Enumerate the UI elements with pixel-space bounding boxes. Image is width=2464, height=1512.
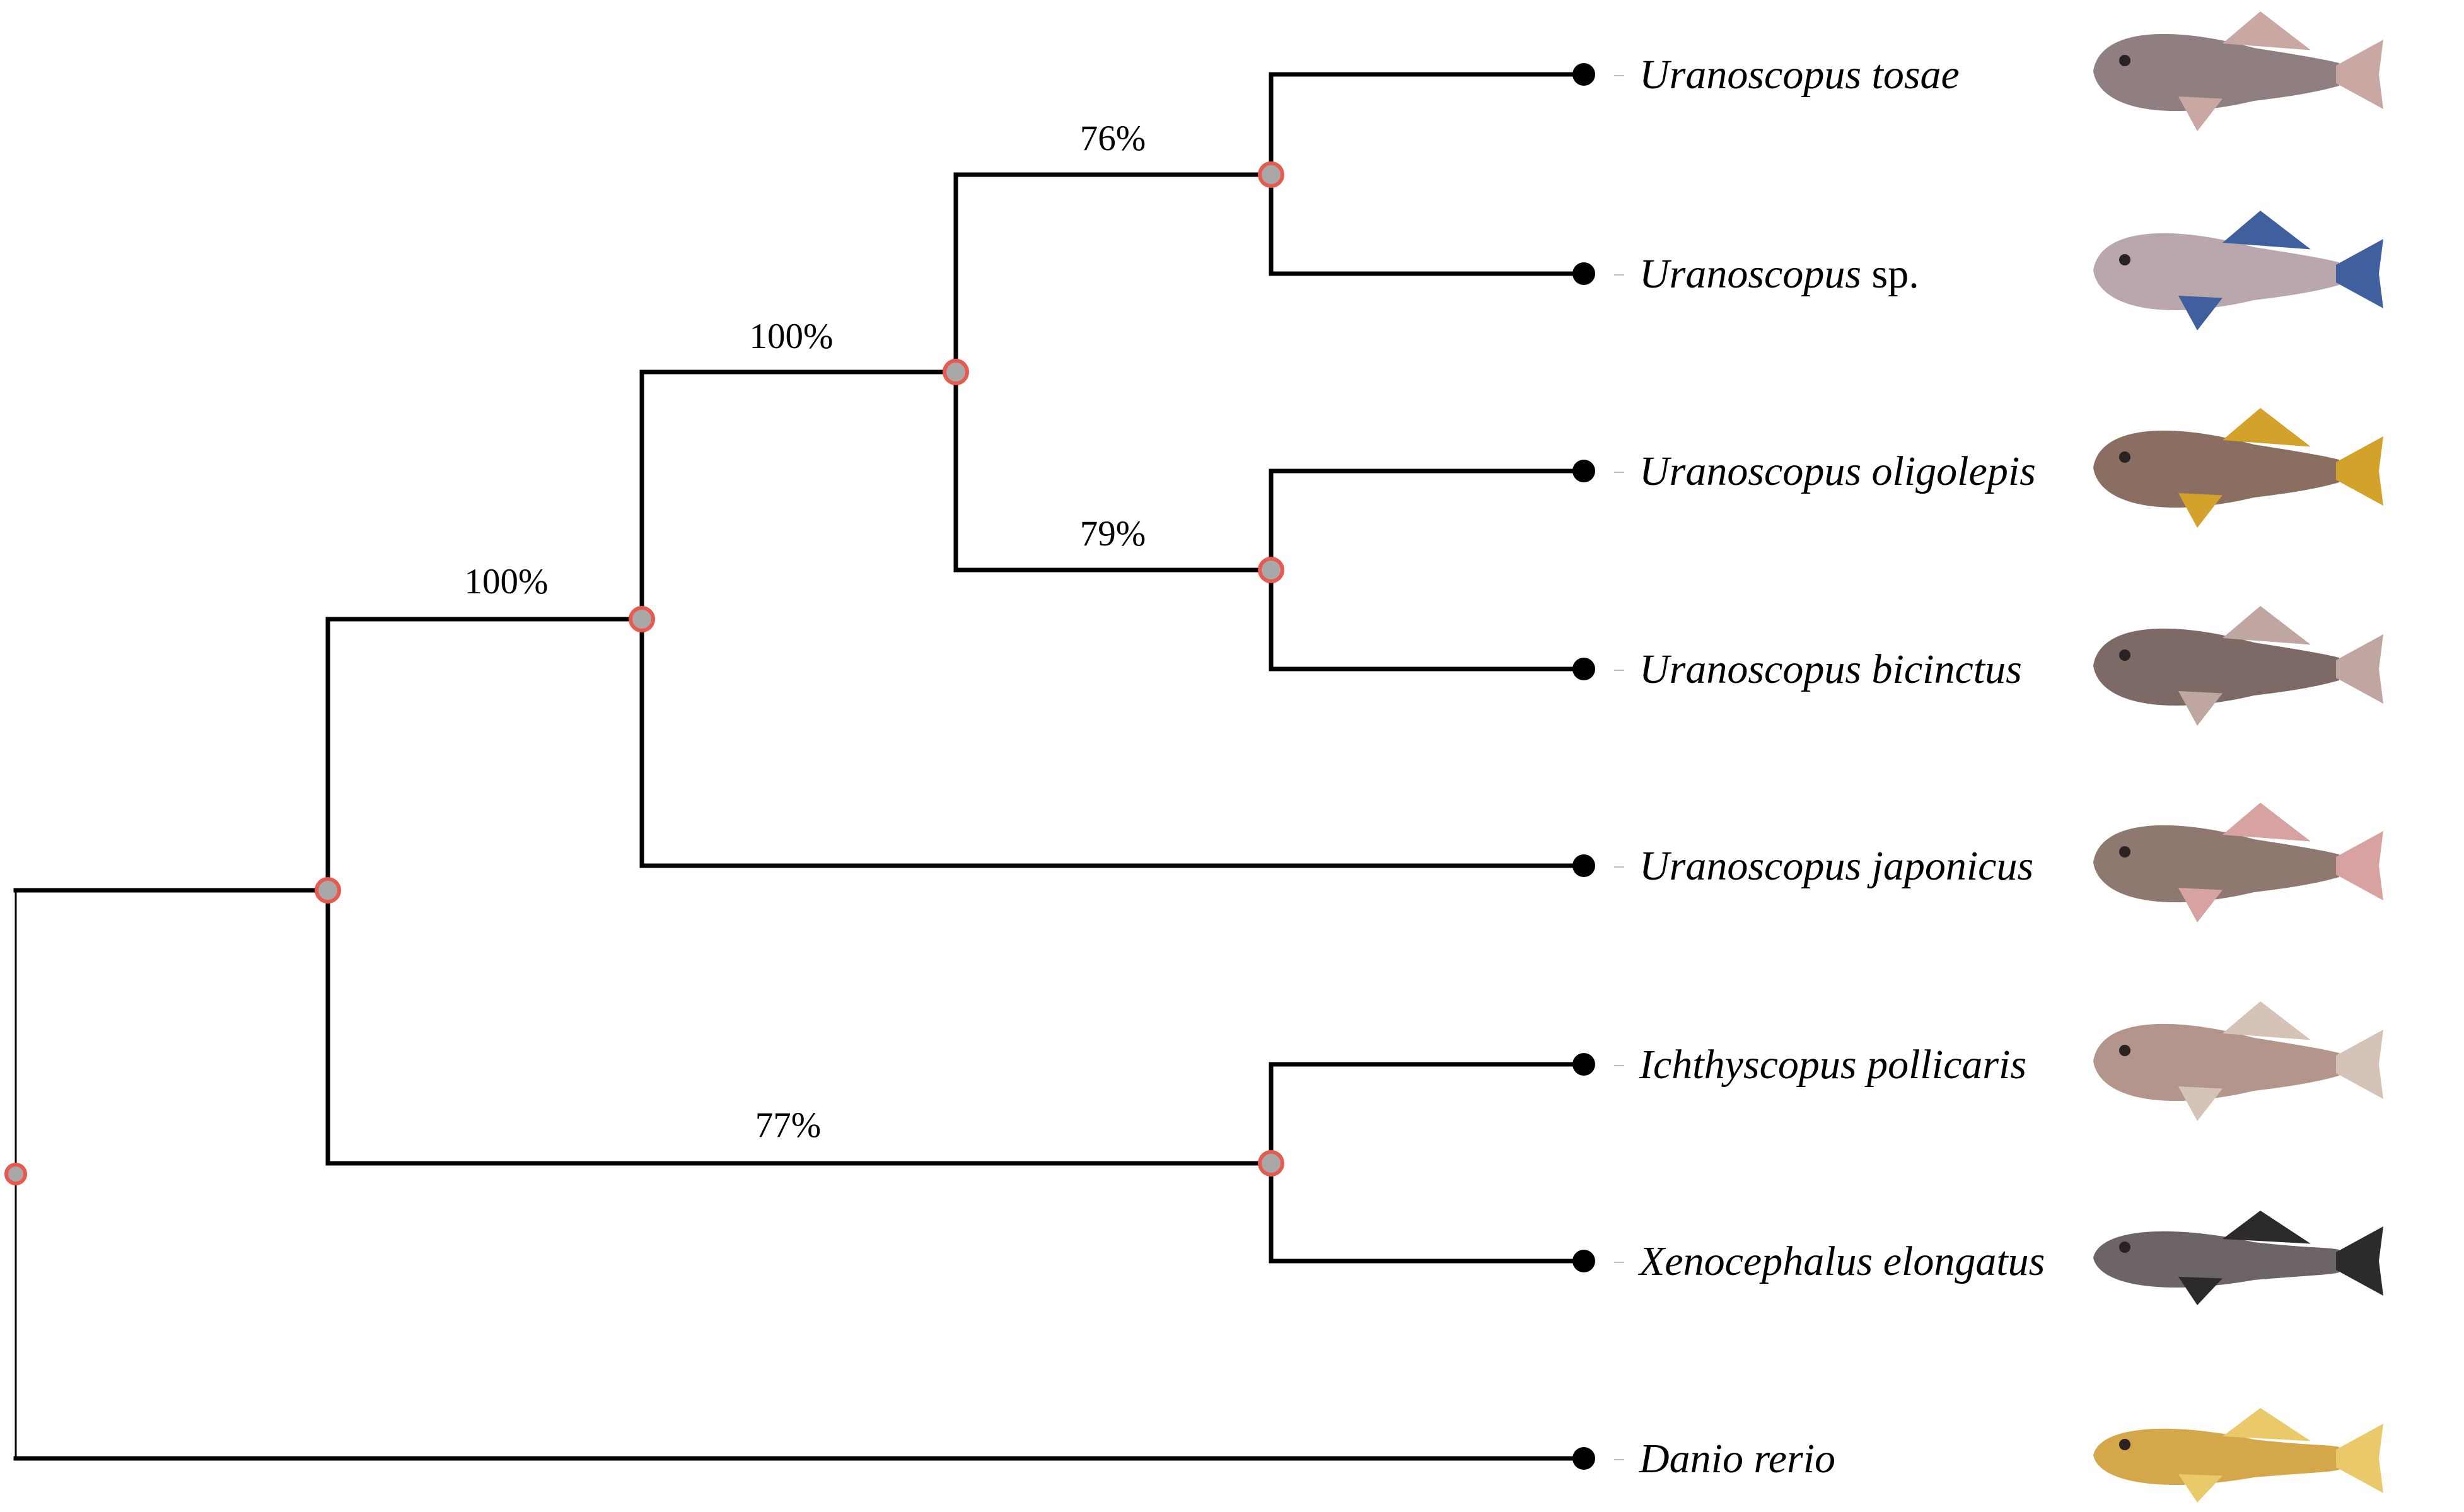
fish-tail [2336, 634, 2383, 704]
tree-branches [13, 72, 1586, 1461]
fish-eye [2119, 649, 2130, 661]
tip-dot [1572, 63, 1595, 86]
fish-dorsal-fin [2223, 1408, 2311, 1441]
uranoscopus-japonicus-photo [2093, 803, 2383, 922]
fish-dorsal-fin [2223, 1211, 2311, 1244]
tip-dot [1572, 1053, 1595, 1076]
taxon-label-tosae: Uranoscopus tosae [1639, 52, 1960, 98]
tip-dot [1572, 1447, 1595, 1470]
support-label: 77% [755, 1105, 821, 1145]
taxon-label-elongatus: Xenocephalus elongatus [1637, 1238, 2045, 1284]
tip-dot [1572, 658, 1595, 680]
fish-dorsal-fin [2223, 803, 2311, 842]
fish-body [2093, 1428, 2339, 1486]
fish-eye [2119, 451, 2130, 463]
node-ingroup [315, 877, 341, 904]
fish-tail [2336, 436, 2383, 506]
fish-dorsal-fin [2223, 606, 2311, 645]
node-uranoscopus-all [629, 606, 655, 632]
fish-dorsal-fin [2223, 1001, 2311, 1040]
fish-photos [2093, 11, 2383, 1503]
tip-dot [1572, 1250, 1595, 1272]
fish-body [2093, 1023, 2339, 1102]
support-label: 79% [1080, 514, 1146, 554]
uranoscopus-bicinctus-photo [2093, 606, 2383, 726]
tips: Uranoscopus tosae Uranoscopus sp. Uranos… [1572, 52, 2045, 1482]
uranoscopus-sp-photo [2093, 211, 2383, 330]
danio-rerio-photo [2093, 1408, 2383, 1503]
fish-body [2093, 628, 2339, 706]
xenocephalus-elongatus-photo [2093, 1211, 2383, 1305]
fish-eye [2119, 1045, 2130, 1056]
node-ichthy-xeno [1258, 1150, 1284, 1177]
fish-pelvic-fin [2178, 691, 2223, 726]
support-label: 100% [750, 317, 834, 356]
taxon-label-pollicaris: Ichthyscopus pollicaris [1639, 1042, 2026, 1088]
tip-dot [1572, 854, 1595, 877]
fish-body [2093, 430, 2339, 508]
tip-dot [1572, 262, 1595, 285]
ichthyscopus-pollicaris-photo [2093, 1001, 2383, 1121]
node-oligo-bicinctus [1258, 557, 1284, 583]
taxon-label-oligolepis: Uranoscopus oligolepis [1639, 448, 2036, 494]
fish-pelvic-fin [2178, 1474, 2223, 1503]
fish-pelvic-fin [2178, 1277, 2223, 1305]
fish-pelvic-fin [2178, 296, 2223, 330]
taxon-label-sp: Uranoscopus sp. [1639, 251, 1919, 297]
taxon-label-japonicus: Uranoscopus japonicus [1639, 843, 2033, 889]
fish-body [2093, 233, 2339, 311]
taxon-label-danio: Danio rerio [1639, 1436, 1835, 1482]
fish-body [2093, 825, 2339, 903]
fish-eye [2119, 1242, 2130, 1253]
fish-dorsal-fin [2223, 11, 2311, 50]
fish-tail [2336, 1424, 2383, 1493]
fish-pelvic-fin [2178, 96, 2223, 131]
fish-tail [2336, 1030, 2383, 1099]
fish-eye [2119, 254, 2130, 265]
fish-tail [2336, 831, 2383, 900]
support-label: 100% [465, 562, 549, 602]
fish-pelvic-fin [2178, 493, 2223, 528]
taxon-label-bicinctus: Uranoscopus bicinctus [1639, 646, 2022, 692]
fish-eye [2119, 55, 2130, 66]
fish-dorsal-fin [2223, 408, 2311, 447]
fish-tail [2336, 1226, 2383, 1296]
fish-tail [2336, 239, 2383, 308]
uranoscopus-oligolepis-photo [2093, 408, 2383, 528]
node-tosae-sp [1258, 161, 1284, 188]
node-root [4, 1163, 27, 1185]
fish-eye [2119, 846, 2130, 858]
uranoscopus-tosae-photo [2093, 11, 2383, 131]
support-label: 76% [1080, 119, 1146, 158]
fish-body [2093, 33, 2339, 112]
fish-dorsal-fin [2223, 211, 2311, 250]
tip-dot [1572, 460, 1595, 482]
fish-tail [2336, 40, 2383, 109]
node-uranoscopus-core [943, 359, 969, 385]
fish-body [2093, 1231, 2339, 1288]
fish-pelvic-fin [2178, 888, 2223, 922]
fish-pelvic-fin [2178, 1086, 2223, 1121]
fish-eye [2119, 1439, 2130, 1450]
support-values: 76% 100% 100% 79% 77% [465, 119, 1146, 1145]
internal-nodes [4, 161, 1284, 1185]
